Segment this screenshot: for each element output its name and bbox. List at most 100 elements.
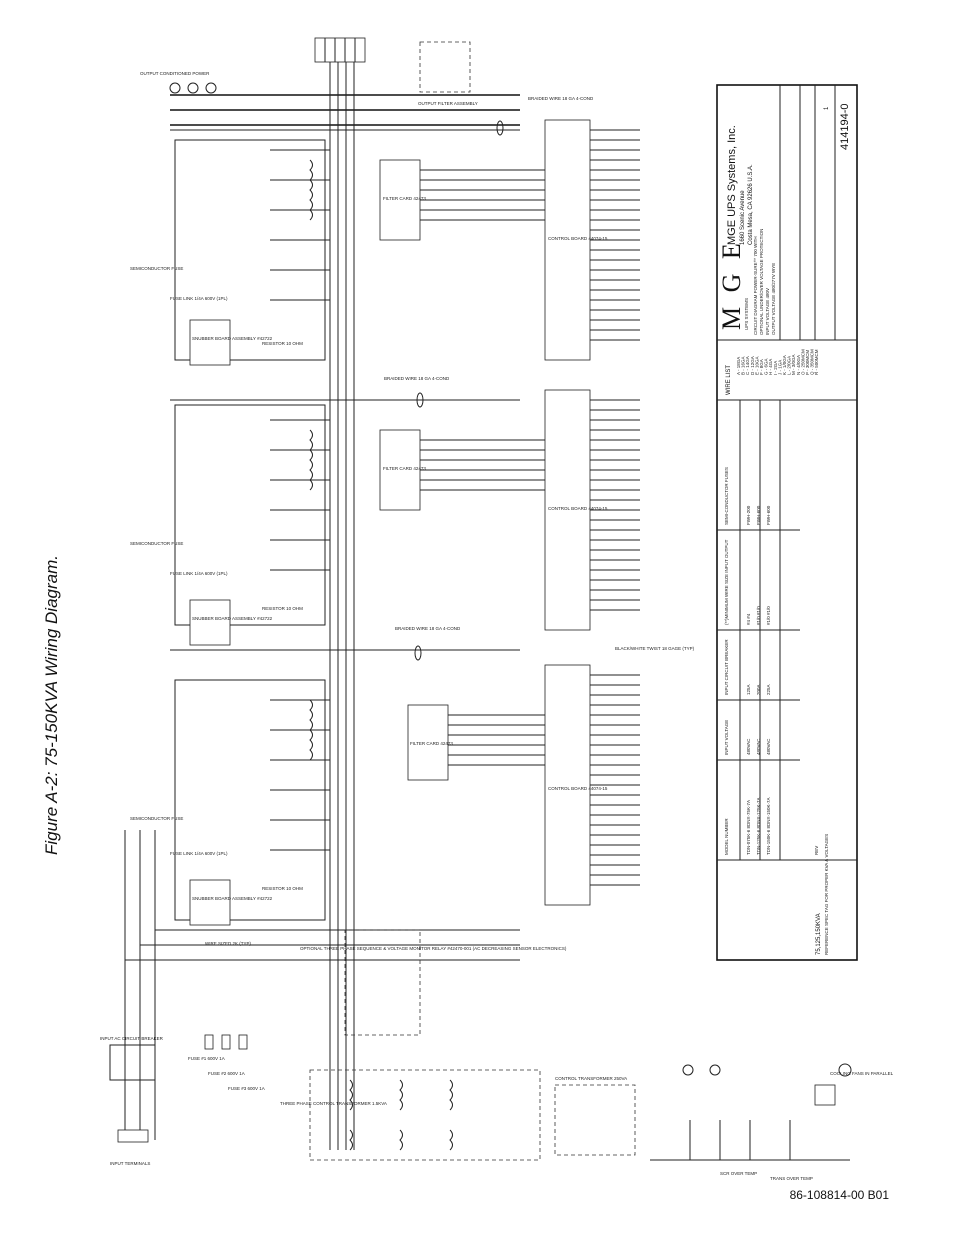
scr-section-1: SNUBBER BOARD ASSEMBLY #42722 SEMICONDUC… <box>130 139 330 366</box>
model-table-cell: 125A <box>746 684 751 695</box>
wire-size-label: WIRE SIZED 2K (TYP) <box>205 941 252 946</box>
drawing-number: 414194-0 <box>839 104 851 151</box>
logo-sub: UPS SYSTEMS <box>744 298 749 330</box>
bus-lines <box>124 50 520 1150</box>
model-table-cell: #1/0 #1/0 <box>756 606 761 625</box>
title-block: M G E UPS SYSTEMS MGE UPS Systems, Inc. … <box>716 84 858 961</box>
wire-list-item: D - 12GA <box>750 356 755 375</box>
output-power-label: OUTPUT CONDITIONED POWER <box>140 71 210 76</box>
fuse-2-label: FUSE #2 600V 1A <box>208 1071 245 1076</box>
scr-temp-label: SCR OVER TEMP <box>720 1171 757 1176</box>
company-address-2: Costa Mesa, CA 92626 U.S.A. <box>748 164 754 245</box>
resistor-label-3: RESISTOR 10 OHM <box>262 886 303 891</box>
resistor-label-2: RESISTOR 10 OHM <box>262 606 303 611</box>
rev-label: REV <box>814 846 819 855</box>
trans-temp-label: TRANS OVER TEMP <box>770 1176 813 1181</box>
semiconductor-label-1: SEMICONDUCTOR FUSE <box>130 266 183 271</box>
model-table-cell: TDN-150K-6 8DNX-150K-7A <box>766 797 771 855</box>
model-table-header: INPUT VOLTAGE <box>724 720 729 755</box>
braided-label-3: BRAIDED WIRE 18 GA 4-COND <box>395 626 461 631</box>
cooling-label: COOLING FANS IN PARALLEL <box>830 1071 894 1076</box>
model-table-cell: 200A <box>756 684 761 695</box>
wire-list-item: F - 8GA <box>759 359 764 375</box>
desc-line-4: OUTPUT VOLTAGE 480/277V WYE <box>771 263 776 335</box>
model-table-cell: FWH-200 <box>746 505 751 525</box>
wire-list-item: L - 2/0GA <box>787 356 792 375</box>
desc-line-3: INPUT VOLTAGE 480V <box>765 288 770 335</box>
scr-section-3: SNUBBER BOARD ASSEMBLY #42722 SEMICONDUC… <box>130 679 330 926</box>
control-board-label-2: CONTROL BOARD 44074-15 <box>548 506 608 511</box>
model-table-cell: #1/0 #1/0 <box>766 606 771 625</box>
snubber-label-3: SNUBBER BOARD ASSEMBLY #42722 <box>192 896 273 901</box>
fuse-3-label: FUSE #3 600V 1A <box>228 1086 265 1091</box>
company-name: MGE UPS Systems, Inc. <box>726 125 738 245</box>
wire-list-item: C - 14GA <box>745 356 750 375</box>
model-table-cell: TDN-125K-6 8DNX-125K-7A <box>756 797 761 855</box>
wire-list-item: J - 1GA <box>777 360 782 375</box>
control-board-label-1: CONTROL BOARD 44074-15 <box>548 236 608 241</box>
wire-list-title: WIRE LIST <box>726 365 732 395</box>
braided-label-1: BRAIDED WIRE 18 GA 4-COND <box>528 96 594 101</box>
control-xfmr-label: CONTROL TRANSFORMER 250VA <box>555 1076 627 1081</box>
model-table-header: MODEL NUMBER <box>724 818 729 855</box>
model-table-cell: FWH-600 <box>756 505 761 525</box>
signal-lines: BRAIDED WIRE 18 GA 4-COND BRAIDED WIRE 1… <box>384 96 594 766</box>
snubber-label-2: SNUBBER BOARD ASSEMBLY #42722 <box>192 616 273 621</box>
kva-note: 75,125,150KVA <box>816 913 822 955</box>
model-table-cell: 480VAC <box>746 738 751 755</box>
semiconductor-label-2: SEMICONDUCTOR FUSE <box>130 541 183 546</box>
output-terminals: OUTPUT CONDITIONED POWER <box>140 71 217 94</box>
model-table-cell: TDN-075K-6 8DNX-75K-7A <box>746 800 751 855</box>
model-table-cell: 225A <box>766 684 771 695</box>
wire-list-item: Q - 350MCM <box>810 349 815 375</box>
ref-note: REFERENCE SPEC TAG FOR PROPER KVA & VOLT… <box>824 834 829 955</box>
doc-number: 86-108814-00 B01 <box>789 1188 889 1202</box>
filter-cards: FILTER CARD 42473 FILTER CARD 42473 FILT… <box>379 159 453 781</box>
filter-card-label-1: FILTER CARD 42473 <box>383 196 426 201</box>
twisted-pair-label: BLACK/WHITE TWIST 18 GAGE (TYP) <box>615 646 695 651</box>
scr-section-2: SNUBBER BOARD ASSEMBLY #42722 SEMICONDUC… <box>130 404 330 646</box>
transformer-label: THREE PHASE CONTROL TRANSFORMER 1.5KVA <box>280 1101 387 1106</box>
fuse-link-label-1: FUSE LINK 1/4A 600V (1PL) <box>170 296 228 301</box>
wire-list-item: I - 2GA <box>773 361 778 375</box>
control-board-label-3: CONTROL BOARD 44074-15 <box>548 786 608 791</box>
coils <box>309 159 313 761</box>
wire-list-item: E - 10GA <box>754 356 759 375</box>
desc-line-2: OPTIONAL UNDER/OVER VOLTAGE PROTECTION <box>759 229 764 335</box>
model-table-cell: #4 #4 <box>746 613 751 625</box>
wire-list-item: K - 1/0GA <box>782 355 787 375</box>
resistor-label-1: RESISTOR 10 OHM <box>262 341 303 346</box>
wire-list-item: N - 4/0GA <box>796 355 801 375</box>
sheet-number: 1 <box>824 106 830 110</box>
wire-list-item: G - 6GA <box>764 358 769 375</box>
model-table-header: INPUT CIRCUIT BREAKER <box>724 639 729 695</box>
model-table-cell: 480VAC <box>756 738 761 755</box>
filter-card-label-2: FILTER CARD 42473 <box>383 466 426 471</box>
wire-list-item: B - 16GA <box>741 356 746 375</box>
fuse-link-label-3: FUSE LINK 1/4A 600V (1PL) <box>170 851 228 856</box>
input-breaker-label: INPUT AC CIRCUIT BREAKER <box>100 1036 164 1041</box>
control-boards: CONTROL BOARD 44074-15 CONTROL BOARD 440… <box>544 119 695 906</box>
desc-line-1: CIRCUIT DIAGRAM POWER-SURE™ 700 WITH <box>753 236 758 335</box>
snubber-label-1: SNUBBER BOARD ASSEMBLY #42722 <box>192 336 273 341</box>
company-address-1: 1660 Scenic Avenue <box>740 190 746 245</box>
input-terminals-label: INPUT TERMINALS <box>110 1161 150 1166</box>
wire-list-item: O - 250MCM <box>800 349 805 375</box>
wire-list-item: R - 500MCM <box>814 349 819 375</box>
model-table-header: SEMI-CONDUCTOR FUSES <box>724 467 729 525</box>
input-section: INPUT AC CIRCUIT BREAKER INPUT TERMINALS… <box>100 929 894 1181</box>
sequence-label: OPTIONAL THREE PHASE SEQUENCE & VOLTAGE … <box>300 946 567 951</box>
wire-list-item: P - 300MCM <box>805 350 810 375</box>
model-table-header: (**)MINIMUM WIRE SIZE INPUT OUTPUT <box>724 539 729 625</box>
fuse-link-label-2: FUSE LINK 1/4A 600V (1PL) <box>170 571 228 576</box>
filter-card-label-3: FILTER CARD 42473 <box>410 741 453 746</box>
wire-list-item: A - 18GA <box>736 357 741 375</box>
wire-list-item: M - 3/0GA <box>791 354 796 375</box>
wire-list-item: H - 4GA <box>768 359 773 375</box>
semiconductor-label-3: SEMICONDUCTOR FUSE <box>130 816 183 821</box>
company-logo: M G E <box>717 239 746 330</box>
model-table-cell: FWH-600 <box>766 505 771 525</box>
output-filter-label: OUTPUT FILTER ASSEMBLY <box>418 101 478 106</box>
